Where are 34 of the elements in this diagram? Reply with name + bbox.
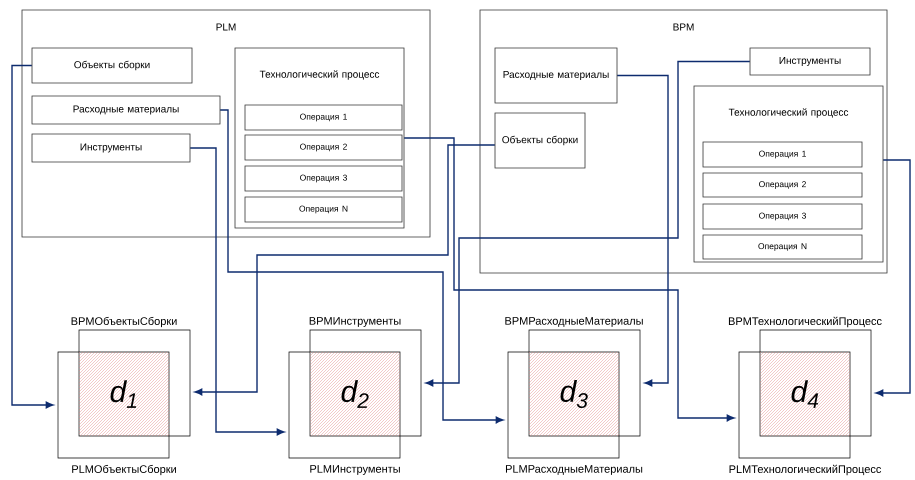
hatched-area: d$_{4}$	[792, 380, 818, 408]
item-box: Расходные материалы	[32, 96, 220, 124]
item-box: Объекты сборки	[494, 112, 586, 168]
item-box: Инструменты	[32, 134, 190, 162]
connector-arrow	[220, 109, 504, 424]
operation-box: Операция 1	[702, 142, 862, 168]
operation-box: Операция 3	[244, 166, 402, 192]
operation-box: Операция 3	[702, 204, 862, 230]
node-label: PLMОбъектыСборки	[72, 464, 176, 476]
operation-box: Операция N	[702, 234, 862, 260]
connector-arrow	[617, 74, 669, 386]
node-label: PLMРасходныеМатериалы	[506, 465, 642, 475]
operation-box: Операция 1	[244, 104, 402, 130]
node-label: BPMРасходныеМатериалы	[505, 317, 643, 327]
connector-arrow	[11, 64, 54, 408]
connector-arrow	[190, 147, 285, 436]
hatched-area: d$_{1}$	[110, 380, 136, 408]
hatched-area: d$_{3}$	[560, 380, 588, 408]
operation-box: Операция 2	[244, 134, 402, 160]
operation-box: Операция N	[244, 196, 402, 222]
node-label: BPMИнструменты	[310, 317, 400, 327]
connector-arrow	[194, 144, 495, 396]
connector-arrow	[425, 60, 750, 386]
node-label: BPMОбъектыСборки	[72, 316, 177, 328]
node-label: PLMТехнологическийПроцесс	[730, 464, 882, 476]
node-label: BPMТехнологическийПроцесс	[728, 316, 882, 328]
item-box: Инструменты	[750, 48, 870, 76]
node-label: PLMИнструменты	[310, 465, 400, 475]
connector-arrow	[875, 159, 911, 396]
connector-arrow	[404, 137, 735, 422]
item-box: Расходные материалы	[494, 48, 618, 104]
item-box: Объекты сборки	[32, 48, 192, 84]
hatched-area: d$_{2}$	[342, 380, 369, 408]
operation-box: Операция 2	[702, 172, 862, 198]
